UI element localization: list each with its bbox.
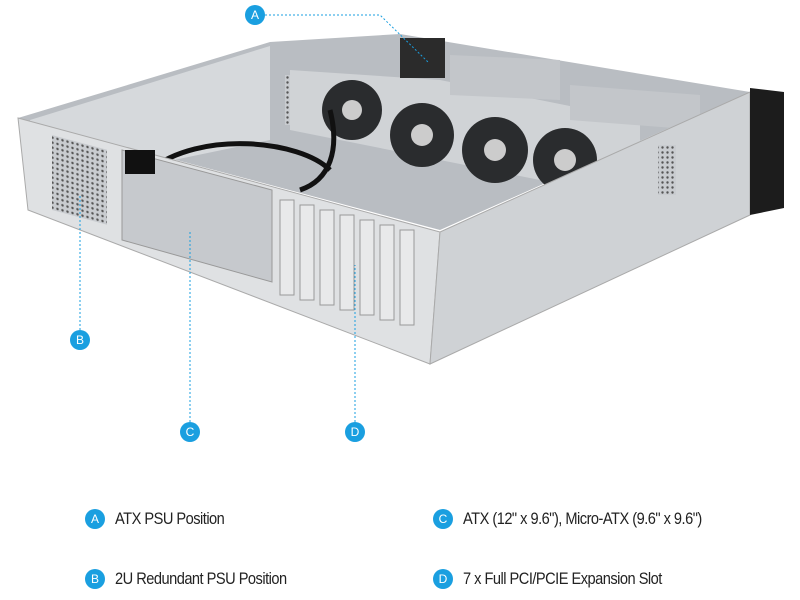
callout-badge-d: D — [345, 422, 365, 442]
rack-ear — [750, 88, 784, 215]
legend-text: ATX PSU Position — [115, 509, 225, 528]
legend-badge: A — [85, 509, 105, 529]
legend-badge: B — [85, 569, 105, 589]
psu-bay — [400, 38, 445, 78]
legend-text: ATX (12" x 9.6"), Micro-ATX (9.6" x 9.6"… — [463, 509, 702, 528]
psu-opening — [121, 149, 273, 283]
power-cable — [148, 109, 337, 193]
fans — [322, 80, 597, 192]
callout-lines — [79, 14, 429, 422]
vent-mesh — [658, 145, 676, 195]
drive-cage — [450, 55, 560, 100]
drive-cage — [570, 85, 700, 130]
legend-text: 7 x Full PCI/PCIE Expansion Slot — [463, 569, 662, 588]
vent-mesh — [52, 135, 107, 225]
legend-text: 2U Redundant PSU Position — [115, 569, 287, 588]
legend-item-c: C ATX (12" x 9.6"), Micro-ATX (9.6" x 9.… — [433, 509, 741, 529]
callout-badge-b: B — [70, 330, 90, 350]
legend-badge: D — [433, 569, 453, 589]
pci-slots — [279, 199, 415, 326]
callout-badge-a: A — [245, 5, 265, 25]
server-chassis-illustration — [17, 14, 784, 422]
legend-badge: C — [433, 509, 453, 529]
legend-item-a: A ATX PSU Position — [85, 509, 242, 529]
power-inlet — [125, 150, 155, 174]
callout-badge-c: C — [180, 422, 200, 442]
legend-item-b: B 2U Redundant PSU Position — [85, 569, 315, 589]
legend-item-d: D 7 x Full PCI/PCIE Expansion Slot — [433, 569, 694, 589]
